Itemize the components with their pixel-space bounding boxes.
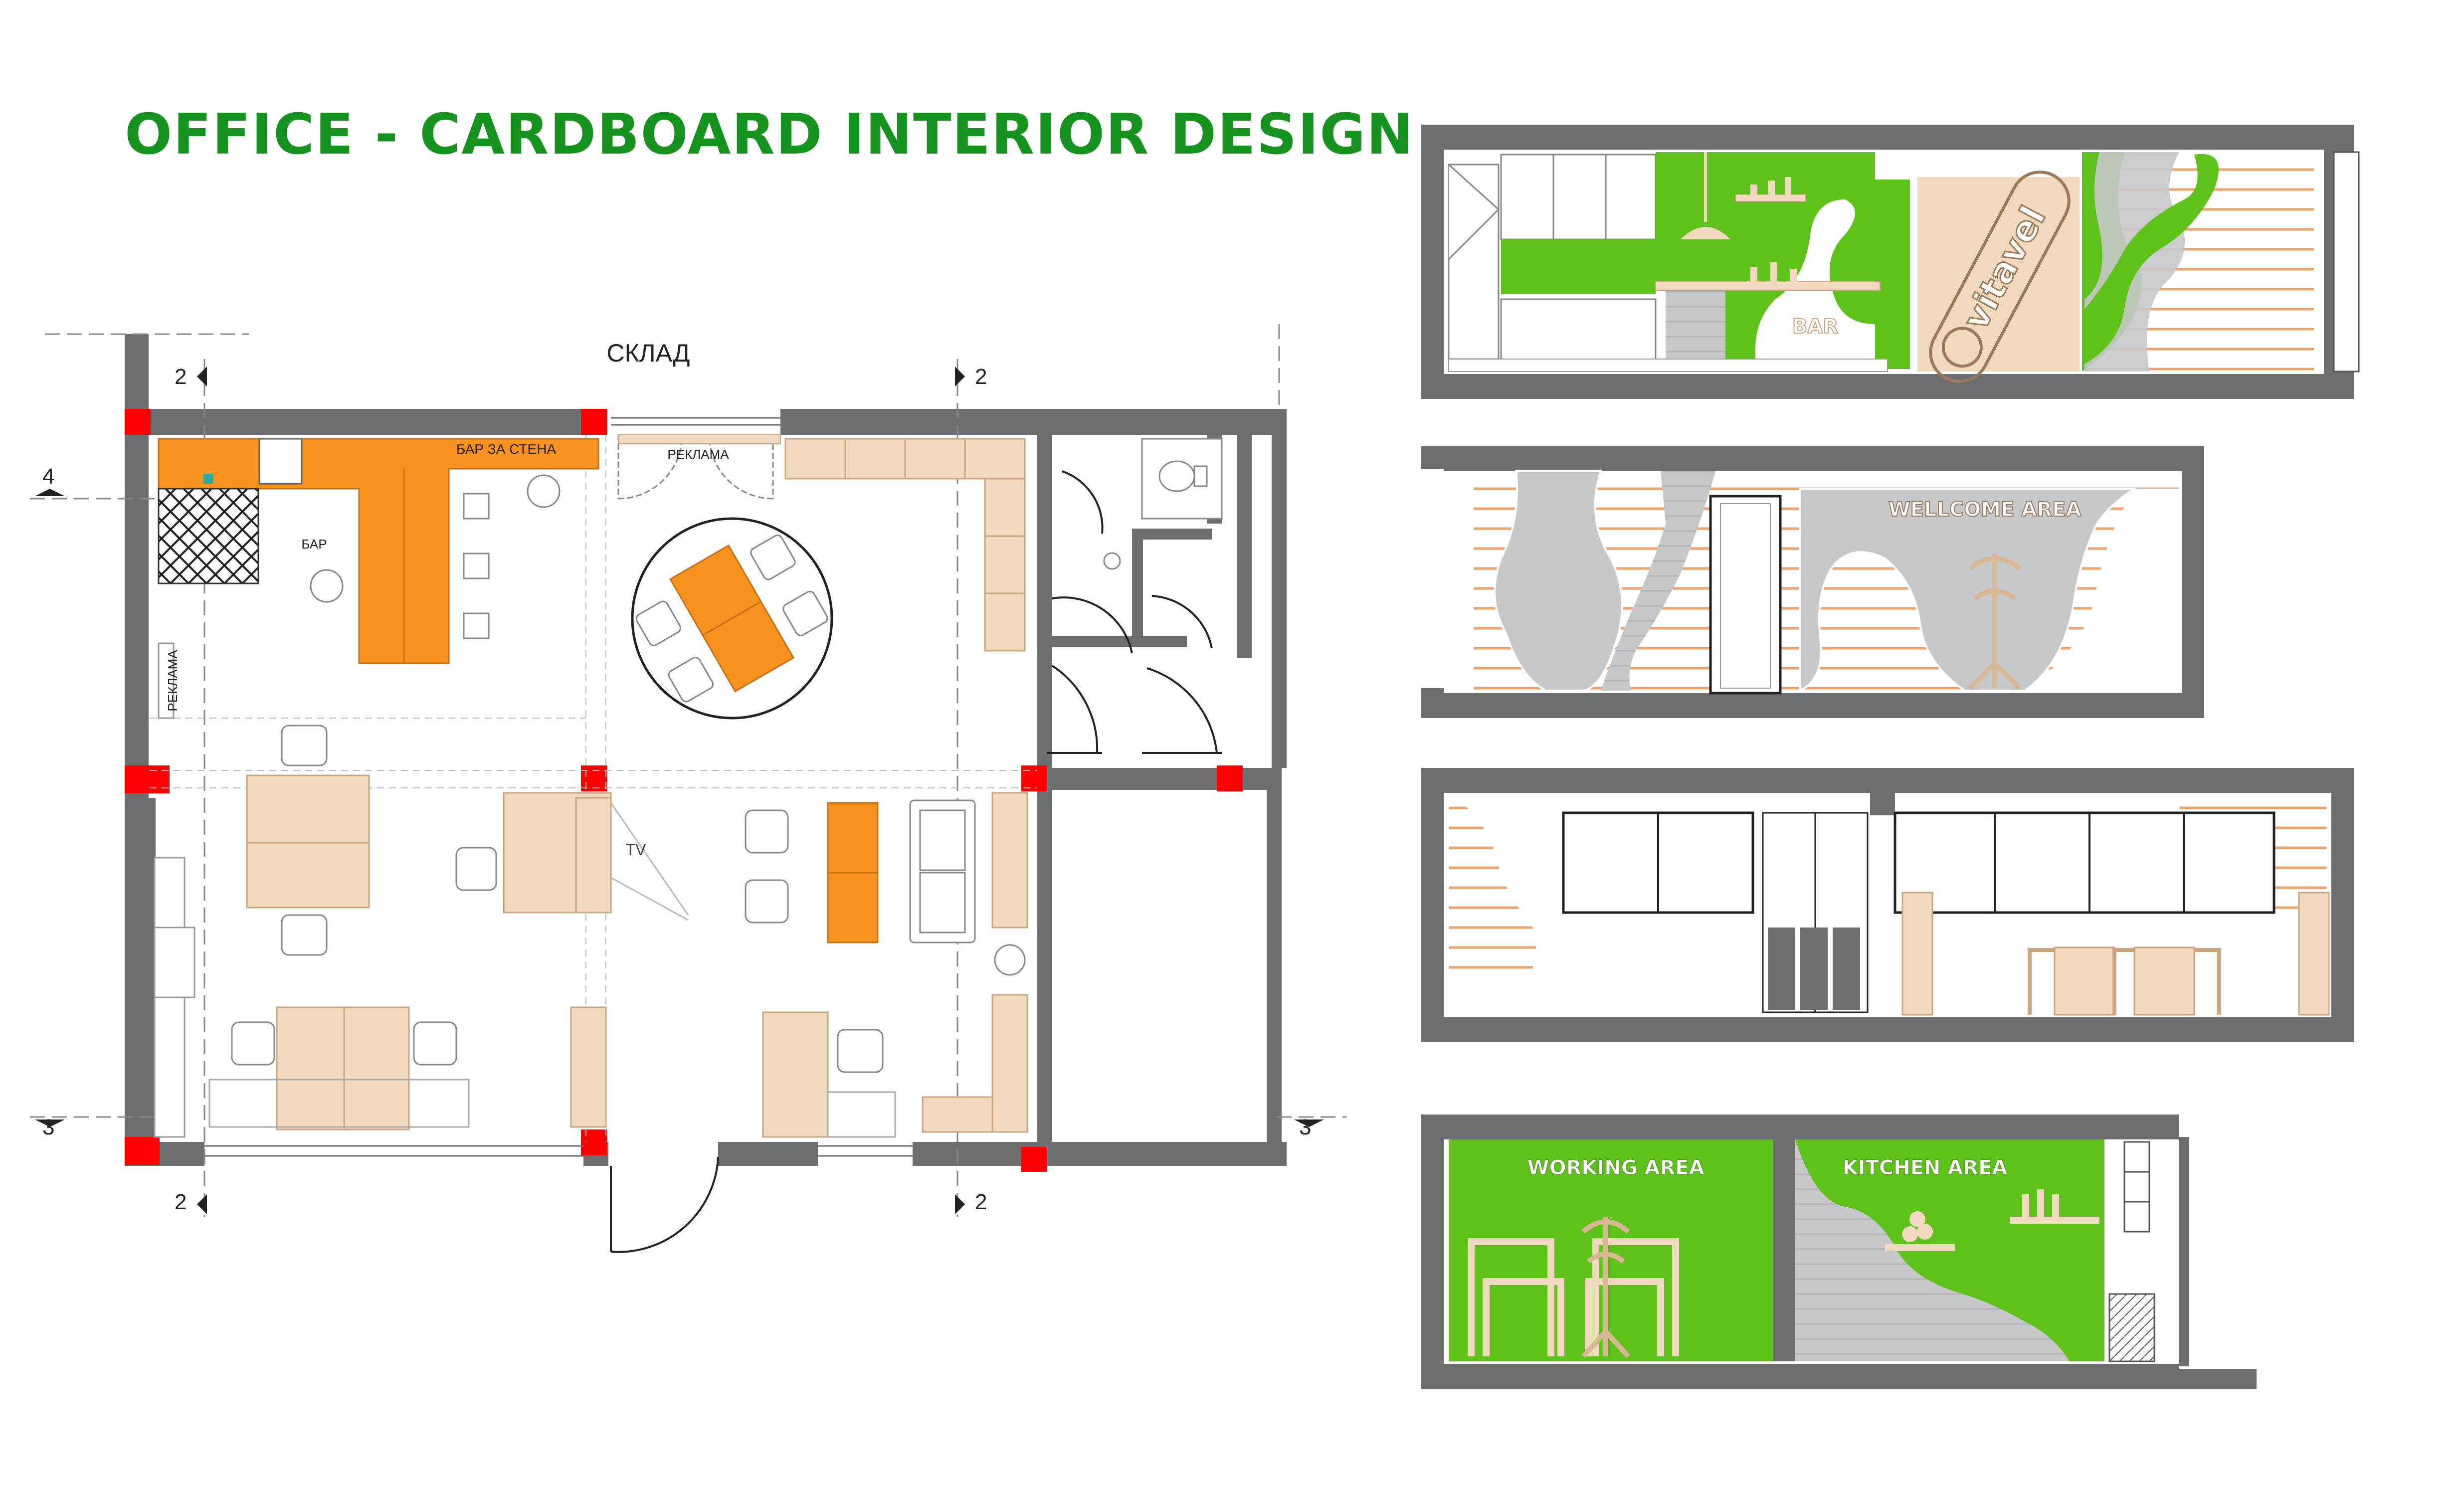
elevation-offices [1421, 768, 2354, 1042]
section-mark: 2 [175, 365, 187, 389]
section-mark: 3 [42, 1115, 54, 1139]
elevation-bar-sign: BAR [1792, 315, 1838, 338]
bar-label: БАР [301, 537, 327, 552]
wellcome-area-label: WELLCOME AREA [1889, 498, 2082, 521]
kitchen-area-label: KITCHEN AREA [1843, 1156, 2008, 1179]
tv-label: TV [626, 841, 647, 859]
floor-plan [30, 324, 1346, 1253]
plan-columns [125, 409, 1243, 1172]
plan-walls [125, 334, 1287, 1166]
section-mark: 2 [975, 1190, 987, 1214]
bar-wall-label: БАР ЗА СТЕНА [456, 441, 557, 457]
advert-top-label: РЕКЛАМА [667, 447, 729, 462]
elevation-bar: BAR vitavel [1421, 125, 2360, 399]
elevation-welcome: WELLCOME AREA [1421, 446, 2204, 718]
advert-side-label: РЕКЛАМА [165, 650, 180, 712]
section-mark: 3 [1299, 1115, 1311, 1139]
storage-label: СКЛАД [607, 339, 690, 367]
page-title: OFFICE - CARDBOARD INTERIOR DESIGN [125, 102, 1414, 167]
section-mark: 4 [42, 464, 54, 489]
elevation-working-kitchen: WORKING AREA KITCHEN AREA [1421, 1107, 2259, 1389]
section-mark: 2 [175, 1190, 187, 1214]
section-mark: 2 [975, 365, 987, 389]
working-area-label: WORKING AREA [1527, 1156, 1704, 1179]
section-marks: 2 2 2 2 4 3 3 [42, 365, 1311, 1214]
